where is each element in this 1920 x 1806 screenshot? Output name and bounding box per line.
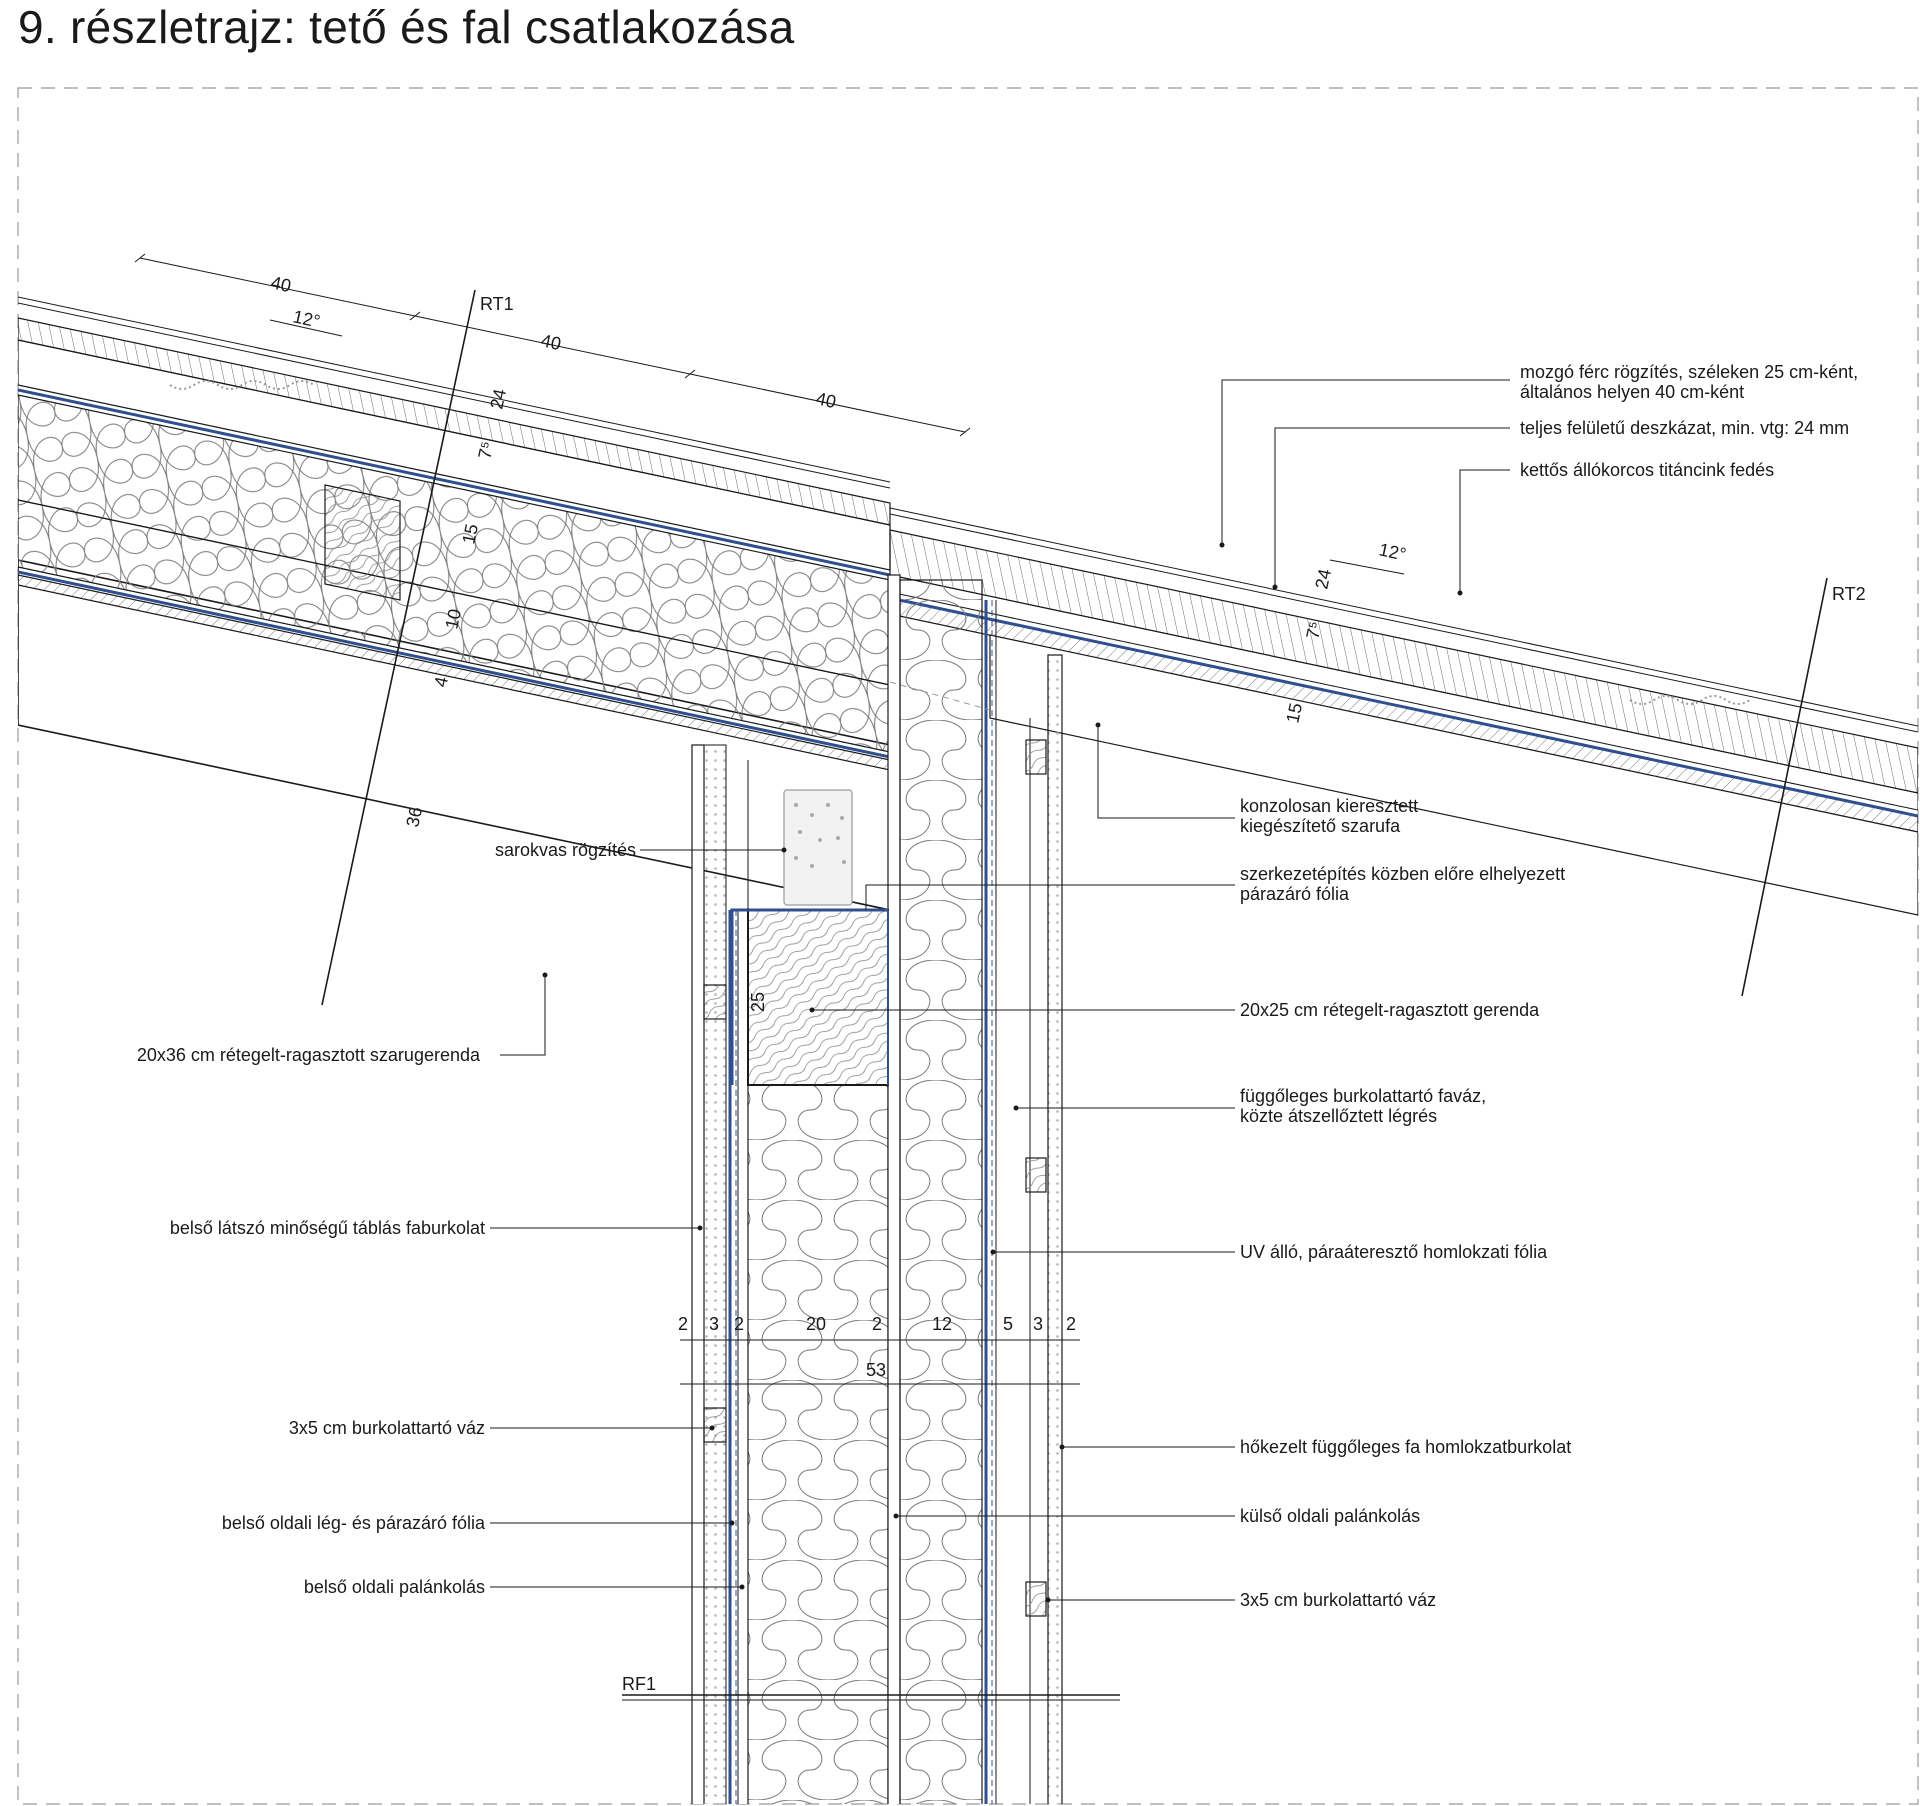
label-outrigger-rafter-2: kiegészítető szarufa: [1240, 816, 1401, 836]
label-batten-frame-1: függőleges burkolattartó faváz,: [1240, 1086, 1486, 1106]
beam-dim-25: 25: [748, 992, 768, 1012]
layer-dim-36: 36: [402, 805, 426, 829]
wall-dim-3-a: 3: [709, 1314, 719, 1334]
label-staple-fixing-1: mozgó férc rögzítés, széleken 25 cm-ként…: [1520, 362, 1858, 382]
layer-dim-15-a: 15: [458, 522, 482, 546]
label-titanzinc-roofing: kettős állókorcos titáncink fedés: [1520, 460, 1774, 480]
wall-dim-3-b: 3: [1033, 1314, 1043, 1334]
axis-rt1-label: RT1: [480, 294, 514, 314]
outer-batten: [1025, 1581, 1047, 1617]
outer-sheathing-wall: [887, 574, 901, 1804]
layer-dim-24-b: 24: [1311, 567, 1335, 591]
label-thermo-cladding: hőkezelt függőleges fa homlokzatburkolat: [1240, 1437, 1571, 1457]
axis-rt2-line: [1741, 577, 1828, 997]
facade-cladding: [1047, 654, 1063, 1804]
label-uv-foil: UV álló, páraáteresztő homlokzati fólia: [1240, 1242, 1548, 1262]
label-vapor-foil-2: párazáró fólia: [1240, 884, 1350, 904]
dim-40-c: 40: [814, 388, 838, 412]
layer-dim-4: 4: [430, 675, 452, 689]
label-outer-sheathing: külső oldali palánkolás: [1240, 1506, 1420, 1526]
glulam-beam: [747, 909, 889, 1086]
label-rafter-beam: 20x36 cm rétegelt-ragasztott szarugerend…: [137, 1045, 481, 1065]
inner-lining-wall: [691, 744, 705, 1804]
wall-dim-5: 5: [1003, 1314, 1013, 1334]
axis-rt1-line: [321, 289, 476, 1006]
label-inner-sheathing: belső oldali palánkolás: [304, 1577, 485, 1597]
wall-dim-2-d: 2: [1066, 1314, 1076, 1334]
wall-main-insulation: [747, 1084, 889, 1804]
layer-dim-15-b: 15: [1282, 701, 1306, 725]
layer-dim-7-b: 7⁵: [1302, 620, 1325, 641]
roof-vapor-barrier: [18, 570, 891, 759]
label-inner-paneling: belső látszó minőségű táblás faburkolat: [170, 1218, 485, 1238]
wall-outer-insulation: [899, 579, 983, 1804]
wall-dim-2-c: 2: [872, 1314, 882, 1334]
angle-bracket: [783, 789, 853, 906]
slope-label-2: 12°: [1377, 539, 1408, 564]
dim-40-a: 40: [269, 272, 293, 296]
wall-dim-12: 12: [932, 1314, 952, 1334]
wall-dim-20: 20: [806, 1314, 826, 1334]
slope-label-1: 12°: [291, 306, 322, 331]
layer-dim-10: 10: [441, 607, 465, 631]
layer-dim-7-a: 7⁵: [474, 440, 497, 461]
roof-full-boarding: [18, 317, 891, 526]
layer-dim-24-a: 24: [486, 387, 510, 411]
dim-40-b: 40: [539, 330, 563, 354]
wall-dim-2-a: 2: [678, 1314, 688, 1334]
label-glulam-beam: 20x25 cm rétegelt-ragasztott gerenda: [1240, 1000, 1540, 1020]
wall-dim-total-53: 53: [866, 1360, 886, 1380]
inner-batten: [703, 1407, 727, 1443]
label-outrigger-rafter-1: konzolosan kieresztett: [1240, 796, 1418, 816]
axis-rf1-label: RF1: [622, 1674, 656, 1694]
label-full-boarding: teljes felületű deszkázat, min. vtg: 24 …: [1520, 418, 1849, 438]
label-inner-vapor-barrier: belső oldali lég- és párazáró fólia: [222, 1513, 486, 1533]
page-title: 9. részletrajz: tető és fal csatlakozása: [18, 1, 795, 53]
wall-dim-2-b: 2: [734, 1314, 744, 1334]
label-cladding-frame-right: 3x5 cm burkolattartó váz: [1240, 1590, 1436, 1610]
label-cladding-frame-left: 3x5 cm burkolattartó váz: [289, 1418, 485, 1438]
label-vapor-foil-1: szerkezetépítés közben előre elhelyezett: [1240, 864, 1565, 884]
section-geometry: [18, 289, 1918, 1804]
label-batten-frame-2: közte átszellőztett légrés: [1240, 1106, 1437, 1126]
label-angle-bracket: sarokvas rögzítés: [495, 840, 636, 860]
axis-rt2-label: RT2: [1832, 584, 1866, 604]
label-staple-fixing-2: általános helyen 40 cm-ként: [1520, 382, 1744, 402]
